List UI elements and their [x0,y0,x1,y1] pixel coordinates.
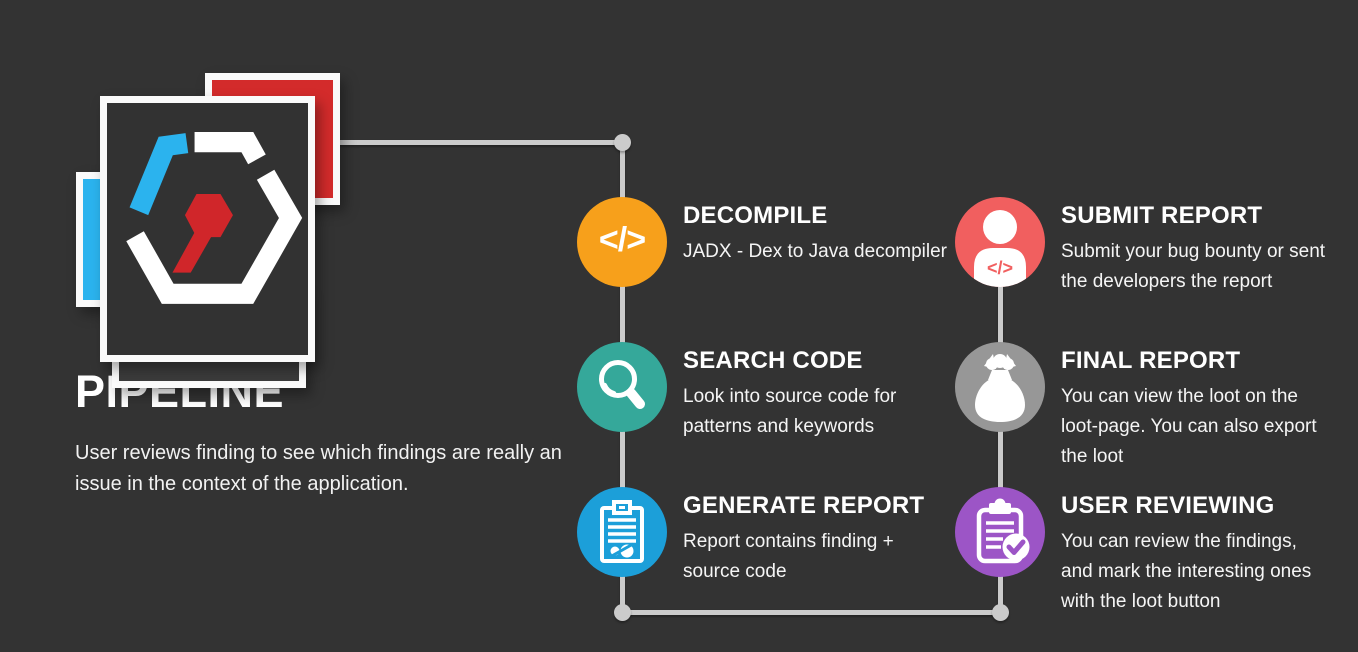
step-final-report: FINAL REPORT You can view the loot on th… [1061,347,1317,472]
step-user-reviewing-circle [955,487,1045,577]
step-generate-report: GENERATE REPORT Report contains finding … [683,492,924,587]
step-title: GENERATE REPORT [683,492,925,519]
step-title: FINAL REPORT [1061,347,1241,374]
step-submit-report-circle: </> [955,197,1045,287]
step-decompile: DECOMPILE JADX - Dex to Java decompiler [683,202,947,267]
connector-dot-top [614,134,631,151]
logo-panel [100,96,315,362]
step-title: DECOMPILE [683,202,828,229]
clipboard-check-icon [976,498,1030,564]
hex-chevron [126,169,303,304]
hexagon-code-logo [126,132,303,304]
step-title: SUBMIT REPORT [1061,202,1263,229]
step-search-code-circle [577,342,667,432]
step-description: JADX - Dex to Java decompiler [683,241,947,262]
code-icon: </> [598,220,646,259]
connector-dot-bottom-left [614,604,631,621]
connector-line-bottom [620,610,1003,615]
step-final-report-circle [955,342,1045,432]
step-description: You can view the loot on the loot-page. … [1061,386,1317,467]
step-description: Look into source code for patterns and k… [683,386,897,437]
step-description: Report contains finding + source code [683,531,894,582]
hex-red-tail [172,232,214,273]
svg-text:</>: </> [987,258,1013,278]
hex-red-core [184,193,233,238]
step-search-code: SEARCH CODE Look into source code for pa… [683,347,896,442]
step-description: You can review the findings, and mark th… [1061,531,1312,612]
step-submit-report: SUBMIT REPORT Submit your bug bounty or … [1061,202,1325,297]
step-title: USER REVIEWING [1061,492,1275,519]
search-icon [599,360,645,409]
report-document-icon [600,500,644,563]
step-description: Submit your bug bounty or sent the devel… [1061,241,1326,292]
step-generate-report-circle [577,487,667,577]
hex-cyan-band [129,133,189,216]
money-bag-icon [975,354,1025,422]
step-title: SEARCH CODE [683,347,863,374]
person-code-icon: </> [974,210,1026,287]
step-decompile-circle: </> [577,197,667,287]
page-subtitle: User reviews finding to see which findin… [75,442,562,495]
connector-dot-bottom-right [992,604,1009,621]
connector-line-top [338,140,624,145]
step-user-reviewing: USER REVIEWING You can review the findin… [1061,492,1311,617]
hex-top-band [194,132,266,165]
